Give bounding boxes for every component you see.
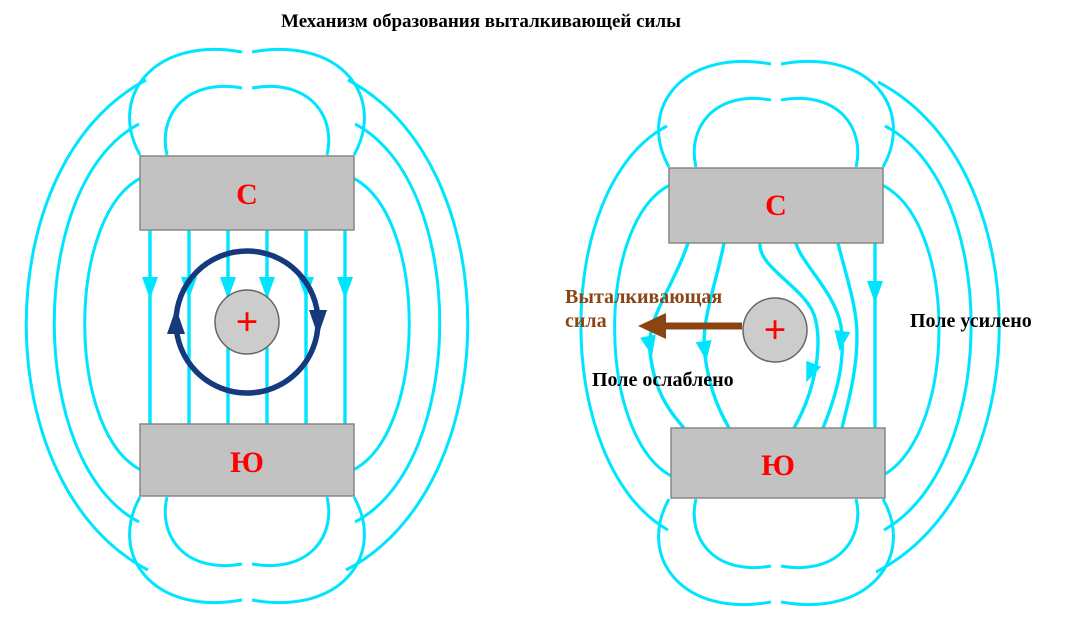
weakened-field-label: Поле ослаблено	[592, 369, 734, 391]
right-south-magnet	[670, 427, 886, 499]
left-south-label: Ю	[230, 446, 264, 479]
right-diagram: С Ю + Выталкивающая сила Поле ослаблено …	[565, 59, 1032, 607]
page-title: Механизм образования выталкивающей силы	[281, 11, 681, 32]
field-arrow-down-icon	[142, 277, 158, 299]
right-charge-label: +	[764, 307, 787, 352]
force-label-line2: сила	[565, 310, 607, 332]
strengthened-field-label: Поле усилено	[910, 310, 1032, 332]
left-charge-label: +	[236, 299, 259, 344]
force-label-line1: Выталкивающая	[565, 286, 722, 308]
right-north-label: С	[765, 189, 787, 222]
left-outer-field-lines	[24, 47, 470, 605]
left-north-label: С	[236, 178, 258, 211]
right-gap-field-lines	[640, 242, 883, 430]
loop-arrow-up-icon	[167, 308, 185, 334]
field-arrow-down-icon	[220, 277, 236, 299]
left-south-magnet	[139, 423, 355, 497]
field-arrow-down-icon	[695, 339, 712, 361]
force-arrow-left-icon	[638, 313, 666, 339]
field-arrow-down-icon	[867, 281, 883, 303]
force-arrow	[638, 313, 742, 339]
right-north-magnet	[668, 167, 884, 244]
field-arrow-down-icon	[337, 277, 353, 299]
field-arrow-down-icon	[259, 277, 275, 299]
field-arrow-down-icon	[640, 334, 656, 356]
left-charge	[214, 289, 280, 355]
right-south-label: Ю	[761, 449, 795, 482]
left-diagram: С Ю +	[24, 47, 470, 605]
field-arrow-down-icon	[806, 360, 822, 383]
loop-arrow-down-icon	[309, 310, 327, 336]
field-arrow-down-icon	[298, 277, 314, 299]
right-charge	[742, 297, 808, 363]
left-north-magnet	[139, 155, 355, 231]
right-outer-field-lines	[579, 59, 1001, 607]
field-arrow-down-icon	[834, 329, 851, 351]
